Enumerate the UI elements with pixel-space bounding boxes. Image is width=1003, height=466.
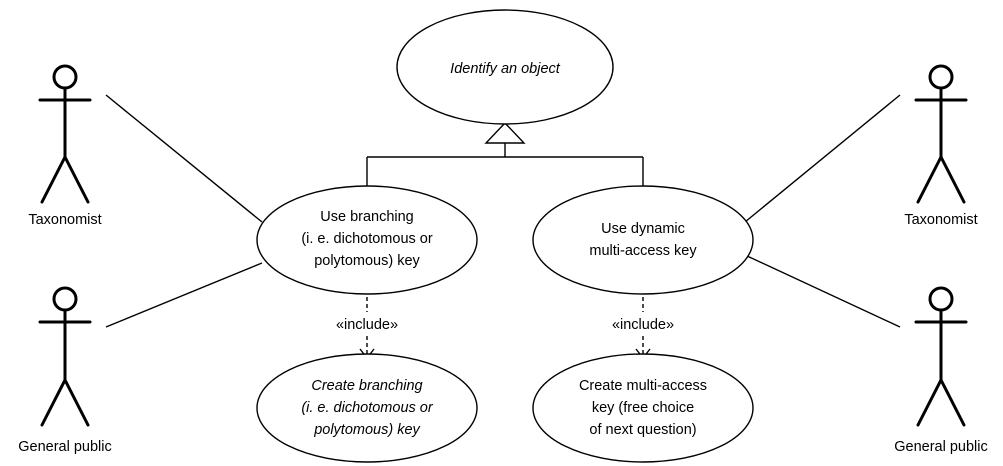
use-case-identify-label: Identify an object (450, 61, 561, 77)
use-case-create-branching-key: Create branching (i. e. dichotomous or p… (256, 353, 478, 463)
actor-right-taxonomist: Taxonomist (904, 64, 978, 228)
use-case-branching-line1: Use branching (320, 209, 414, 225)
include-label-left: «include» (336, 317, 398, 333)
actor-label-right-general-public: General public (894, 439, 988, 455)
association-line-right-taxonomist (744, 94, 901, 223)
use-case-create-multi-line1: Create multi-access (579, 378, 707, 394)
use-case-create-multi-line3: of next question) (589, 422, 696, 438)
actor-label-left-taxonomist: Taxonomist (28, 212, 101, 228)
use-case-branching-line2: (i. e. dichotomous or (301, 231, 433, 247)
association-line-left-taxonomist (105, 94, 263, 223)
association-line-right-public (744, 254, 901, 328)
use-case-dynamic-line1: Use dynamic (601, 221, 685, 237)
use-case-branching-line3: polytomous) key (314, 253, 420, 269)
actor-head-icon (928, 286, 954, 312)
actor-left-taxonomist: Taxonomist (28, 64, 102, 228)
use-case-identify-object: Identify an object (396, 9, 614, 125)
actor-left-general-public: General public (18, 286, 112, 455)
actor-right-general-public: General public (894, 286, 988, 455)
actor-label-right-taxonomist: Taxonomist (904, 212, 977, 228)
use-case-create-branching-line2: (i. e. dichotomous or (301, 400, 434, 416)
actor-label-left-general-public: General public (18, 439, 112, 455)
use-case-dynamic-line2: multi-access key (589, 243, 697, 259)
actor-head-icon (52, 64, 78, 90)
use-case-create-branching-line3: polytomous) key (313, 422, 420, 438)
use-case-use-branching-key: Use branching (i. e. dichotomous or poly… (256, 185, 478, 295)
use-case-create-branching-line1: Create branching (311, 378, 422, 394)
association-line-left-public (105, 262, 263, 328)
actor-head-icon (52, 286, 78, 312)
actor-head-icon (928, 64, 954, 90)
use-case-create-multi-line2: key (free choice (592, 400, 694, 416)
include-label-right: «include» (612, 317, 674, 333)
generalization-arrowhead (484, 121, 526, 144)
use-case-use-dynamic-key: Use dynamic multi-access key (532, 185, 754, 295)
use-case-create-multi-access-key: Create multi-access key (free choice of … (532, 353, 754, 463)
